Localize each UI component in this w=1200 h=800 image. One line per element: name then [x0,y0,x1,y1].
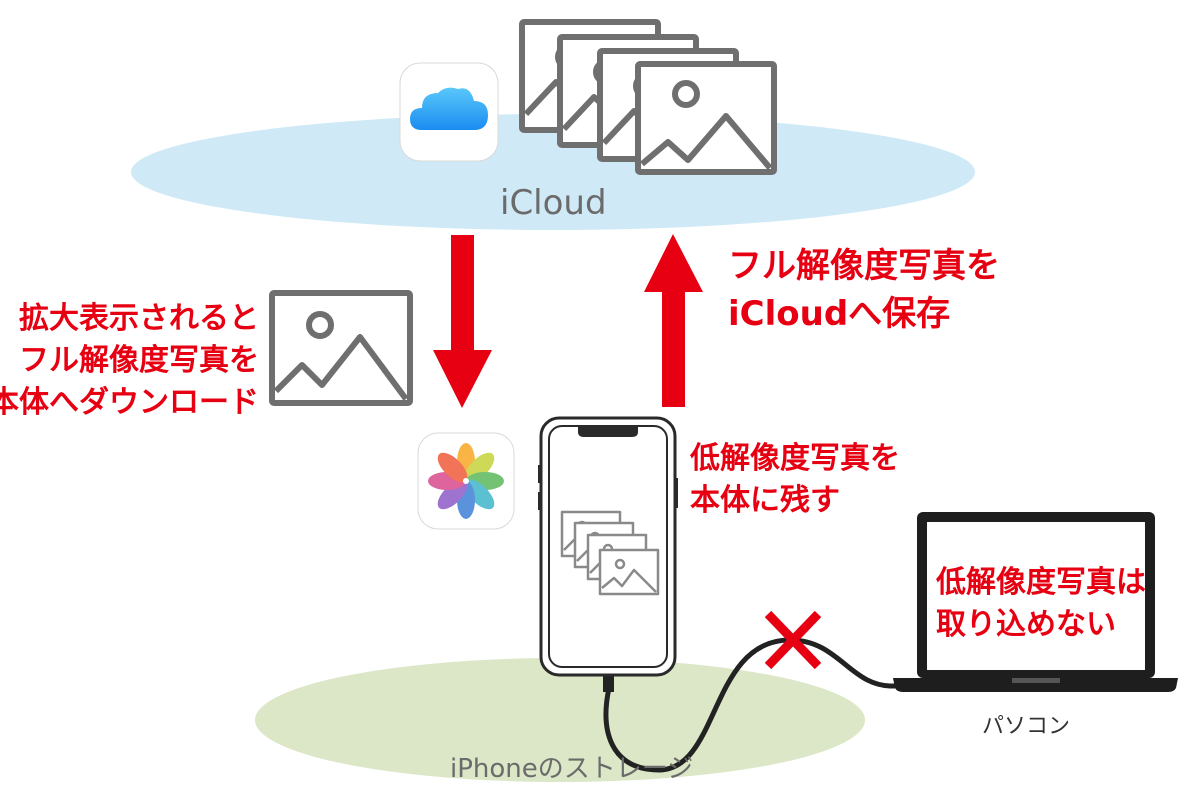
cross-icon [764,610,822,670]
laptop-device [893,512,1178,692]
note-line: フル解像度写真を [728,246,1000,286]
phone-photo-stack [560,510,660,596]
lightning-plug [603,676,614,692]
note-line: 本体へダウンロード [0,385,259,420]
icloud-label: iCloud [500,183,607,223]
save-note: フル解像度写真を iCloudへ保存 [728,242,1000,338]
note-line: 低解像度写真を [690,441,900,476]
note-line: 低解像度写真は [936,565,1146,600]
pc-import-note: 低解像度写真は 取り込めない [936,562,1146,646]
upload-arrow [644,234,703,407]
pc-label: パソコン [982,714,1071,739]
icloud-photo-stack [519,19,777,175]
photos-icon [417,432,515,530]
icloud-icon [399,62,499,162]
photo-icon [598,548,660,596]
storage-ellipse [255,658,865,782]
download-note: 拡大表示されると フル解像度写真を 本体へダウンロード [0,298,259,424]
note-line: 本体に残す [690,483,840,518]
note-line: 拡大表示されると [19,301,259,336]
usb-cable [603,637,896,773]
note-line: iCloudへ保存 [728,294,951,334]
full-res-photo-icon [269,290,413,406]
download-arrow [433,235,492,408]
storage-label: iPhoneのストレージ [450,754,694,784]
photo-icon [635,61,777,175]
note-line: 取り込めない [936,607,1116,642]
note-line: フル解像度写真を [19,343,259,378]
keep-low-res-note: 低解像度写真を 本体に残す [690,438,900,522]
